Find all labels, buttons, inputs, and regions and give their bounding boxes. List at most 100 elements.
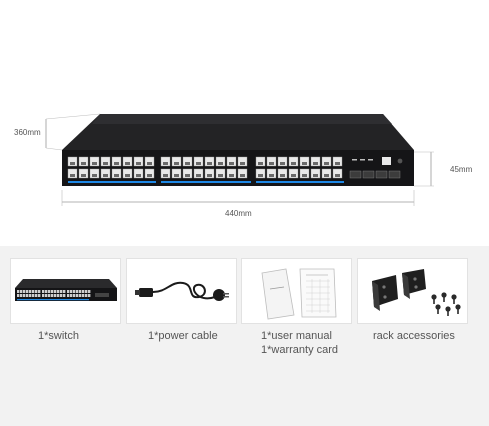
mini-port xyxy=(79,294,82,297)
depth-label: 360mm xyxy=(14,128,41,137)
caption-manual: 1*user manual 1*warranty card xyxy=(261,329,338,357)
console-port xyxy=(382,157,391,165)
rj45-port xyxy=(144,168,155,179)
mini-port xyxy=(57,294,60,297)
package-card-manual xyxy=(241,258,352,324)
sfp-port xyxy=(362,170,375,179)
mini-port xyxy=(48,290,51,293)
caption-switch: 1*switch xyxy=(38,330,79,342)
switch-top-highlight xyxy=(92,114,392,124)
width-label: 440mm xyxy=(225,209,252,218)
rack-brackets-icon xyxy=(372,269,461,316)
rj45-port xyxy=(299,156,310,167)
status-led xyxy=(352,159,357,161)
mini-port xyxy=(88,294,91,297)
rj45-port xyxy=(171,156,182,167)
power-cable-icon xyxy=(135,281,229,301)
mini-port xyxy=(54,290,57,293)
mini-port xyxy=(82,294,85,297)
rj45-port xyxy=(288,168,299,179)
port-strip-3 xyxy=(256,181,344,183)
reset-button xyxy=(397,158,403,164)
status-led xyxy=(368,159,373,161)
rj45-port xyxy=(226,168,237,179)
rj45-port xyxy=(226,156,237,167)
mini-port xyxy=(29,290,32,293)
mini-port xyxy=(32,290,35,293)
rj45-port xyxy=(204,168,215,179)
rj45-port xyxy=(215,156,226,167)
mini-port xyxy=(73,294,76,297)
port-strip-1 xyxy=(68,181,156,183)
rj45-port xyxy=(160,156,171,167)
rj45-port xyxy=(182,156,193,167)
rj45-port xyxy=(133,168,144,179)
mini-port xyxy=(70,294,73,297)
rj45-port xyxy=(133,156,144,167)
rj45-port xyxy=(78,168,89,179)
mini-port xyxy=(38,294,41,297)
mini-port xyxy=(35,294,38,297)
mini-port xyxy=(23,294,26,297)
mini-port xyxy=(54,294,57,297)
mini-port xyxy=(17,290,20,293)
caption-user-manual: 1*user manual xyxy=(261,330,332,342)
rj45-port xyxy=(89,156,100,167)
mini-port xyxy=(76,290,79,293)
mini-port xyxy=(67,290,70,293)
mini-port xyxy=(82,290,85,293)
package-card-switch xyxy=(10,258,121,324)
mini-port xyxy=(85,290,88,293)
rj45-port xyxy=(299,168,310,179)
rj45-port xyxy=(171,168,182,179)
package-card-power-cable xyxy=(126,258,237,324)
switch-front-panel xyxy=(62,150,414,186)
rj45-port xyxy=(277,168,288,179)
package-card-rack-accessories xyxy=(357,258,468,324)
user-manual-booklet xyxy=(261,268,295,320)
rj45-port xyxy=(122,168,133,179)
mini-port xyxy=(73,290,76,293)
rj45-port xyxy=(215,168,226,179)
mini-port xyxy=(42,290,45,293)
rj45-port xyxy=(78,156,89,167)
mini-port xyxy=(63,294,66,297)
mini-port xyxy=(79,290,82,293)
caption-power-cable: 1*power cable xyxy=(148,330,218,342)
rj45-port xyxy=(237,168,248,179)
rj45-port xyxy=(100,156,111,167)
mini-port xyxy=(35,290,38,293)
mini-port xyxy=(60,290,63,293)
mini-port xyxy=(51,290,54,293)
mini-port xyxy=(32,294,35,297)
rj45-port xyxy=(277,156,288,167)
status-led xyxy=(360,159,365,161)
mini-port xyxy=(17,294,20,297)
mini-port xyxy=(45,294,48,297)
mini-port xyxy=(38,290,41,293)
rj45-port xyxy=(332,156,343,167)
sfp-port xyxy=(375,170,388,179)
mini-port xyxy=(60,294,63,297)
port-strip-2 xyxy=(161,181,251,183)
rj45-port xyxy=(332,168,343,179)
rj45-port xyxy=(111,156,122,167)
mini-port xyxy=(57,290,60,293)
rj45-port xyxy=(111,168,122,179)
rj45-port xyxy=(288,156,299,167)
mini-port xyxy=(26,294,29,297)
mini-port xyxy=(76,294,79,297)
switch-icon xyxy=(15,279,117,301)
height-label: 45mm xyxy=(450,165,473,174)
mini-port xyxy=(48,294,51,297)
rj45-port xyxy=(255,168,266,179)
rj45-port xyxy=(193,168,204,179)
mini-port xyxy=(88,290,91,293)
rj45-port xyxy=(237,156,248,167)
rj45-port xyxy=(144,156,155,167)
sfp-port xyxy=(388,170,401,179)
rj45-port xyxy=(255,156,266,167)
switch-product-image xyxy=(45,113,434,206)
rj45-port xyxy=(89,168,100,179)
rj45-port xyxy=(122,156,133,167)
